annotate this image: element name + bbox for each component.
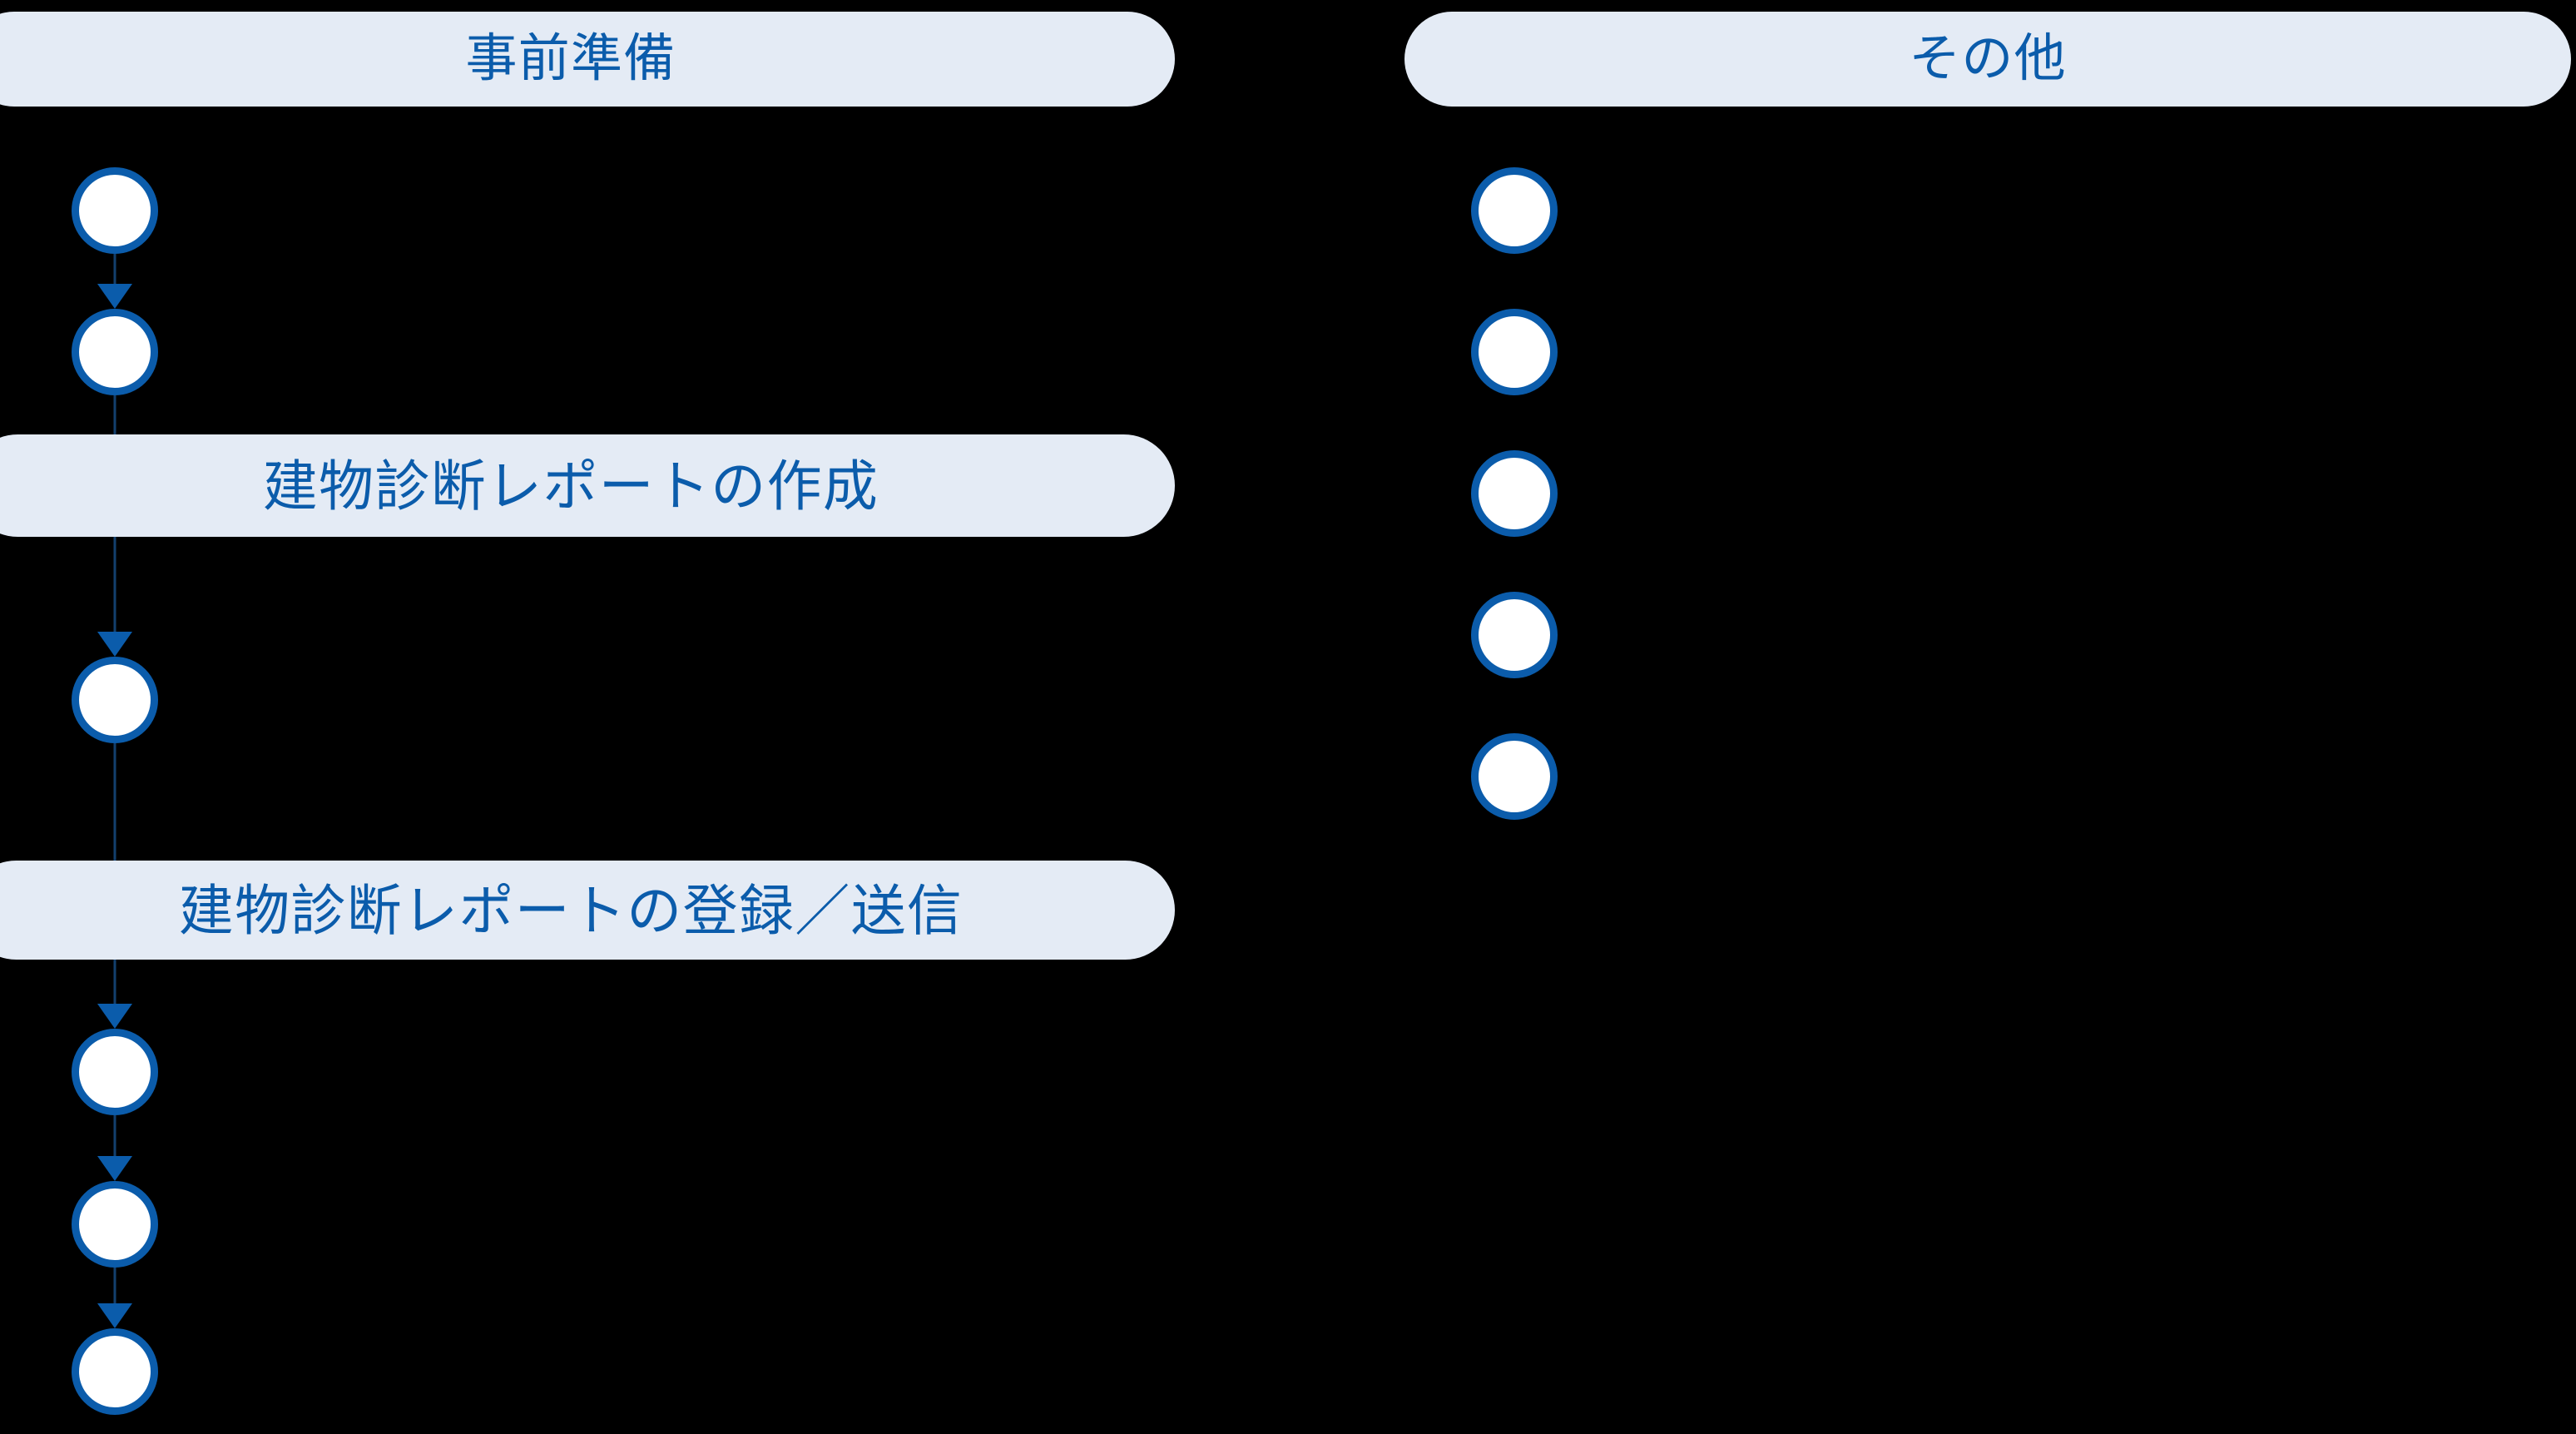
stage-pill-label: 建物診断レポートの作成 xyxy=(262,454,879,517)
stage-pill-report-submit[interactable]: 建物診断レポートの登録／送信 xyxy=(0,861,1175,960)
lane-header-label: その他 xyxy=(1909,30,2067,87)
flow-node-circle[interactable] xyxy=(72,309,158,395)
flow-node-circle[interactable] xyxy=(72,167,158,254)
flow-node-circle[interactable] xyxy=(1471,450,1558,537)
stage-pill-report-create[interactable]: 建物診断レポートの作成 xyxy=(0,434,1175,537)
flow-node-circle[interactable] xyxy=(72,1181,158,1268)
lane-header-jizen-junbi[interactable]: 事前準備 xyxy=(0,12,1175,107)
flow-node-circle[interactable] xyxy=(1471,309,1558,395)
flow-node-circle[interactable] xyxy=(1471,592,1558,678)
flow-node-circle[interactable] xyxy=(72,657,158,743)
flow-node-circle[interactable] xyxy=(1471,733,1558,820)
lane-header-label: 事前準備 xyxy=(465,30,676,87)
flow-node-circle[interactable] xyxy=(1471,167,1558,254)
lane-header-sonota[interactable]: その他 xyxy=(1404,12,2571,107)
stage-pill-label: 建物診断レポートの登録／送信 xyxy=(178,879,964,941)
flow-node-circle[interactable] xyxy=(72,1328,158,1415)
flow-node-circle[interactable] xyxy=(72,1029,158,1115)
